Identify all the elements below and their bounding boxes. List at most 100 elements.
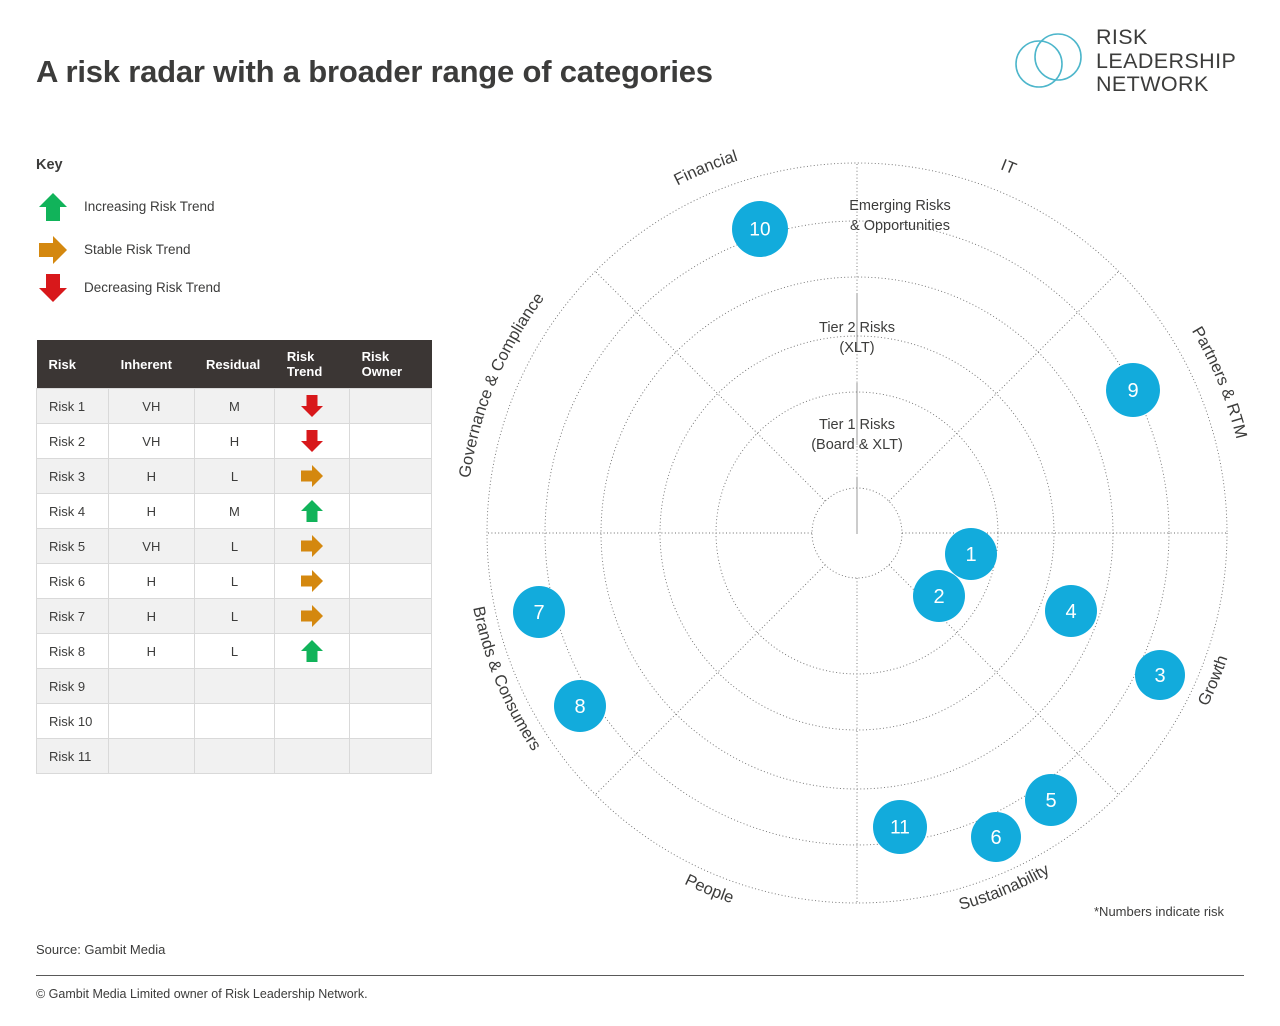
trend-arrow-up-icon bbox=[274, 633, 351, 669]
risk-bubble-3[interactable]: 3 bbox=[1135, 650, 1185, 700]
bubble-number: 6 bbox=[990, 827, 1001, 849]
bubble-number: 11 bbox=[890, 818, 910, 839]
cell-residual: L bbox=[193, 598, 276, 634]
bubble-circle[interactable] bbox=[732, 201, 788, 257]
column-header-risk: Risk bbox=[36, 340, 109, 389]
trend-arrow-right-icon bbox=[274, 458, 351, 494]
logo-line-2: LEADERSHIP bbox=[1096, 48, 1237, 73]
table-header-row: Risk Inherent Residual Risk Trend Risk O… bbox=[36, 340, 432, 389]
bubble-number: 4 bbox=[1065, 601, 1076, 623]
cell-risk-owner bbox=[349, 423, 432, 459]
cell-inherent bbox=[108, 703, 195, 739]
cell-inherent bbox=[108, 668, 195, 704]
cell-risk: Risk 11 bbox=[35, 738, 110, 774]
radar-tier-label: (Board & XLT) bbox=[811, 437, 903, 453]
cell-residual: H bbox=[193, 423, 276, 459]
cell-inherent: VH bbox=[108, 388, 195, 424]
risk-bubble-2[interactable]: 2 bbox=[913, 570, 965, 622]
footer-divider bbox=[36, 975, 1244, 976]
risk-bubble-4[interactable]: 4 bbox=[1045, 585, 1097, 637]
brand-logo: RISK LEADERSHIP NETWORK bbox=[1012, 24, 1248, 104]
radar-tier-label: & Opportunities bbox=[850, 218, 950, 234]
radar-tier-label: Emerging Risks bbox=[849, 198, 951, 214]
cell-residual: M bbox=[193, 493, 276, 529]
cell-inherent: H bbox=[108, 493, 195, 529]
cell-risk-owner bbox=[349, 563, 432, 599]
cell-risk: Risk 9 bbox=[35, 668, 110, 704]
risk-bubble-5[interactable]: 5 bbox=[1025, 774, 1077, 826]
table-row: Risk 11 bbox=[35, 738, 432, 774]
risk-bubble-6[interactable]: 6 bbox=[971, 812, 1021, 862]
bubble-circle[interactable] bbox=[945, 528, 997, 580]
cell-risk-owner bbox=[349, 598, 432, 634]
key-label-stable: Stable Risk Trend bbox=[84, 242, 191, 257]
bubble-number: 9 bbox=[1127, 380, 1138, 402]
cell-residual bbox=[193, 703, 276, 739]
bubble-circle[interactable] bbox=[1025, 774, 1077, 826]
bubble-number: 5 bbox=[1045, 790, 1056, 812]
trend-arrow-up-icon bbox=[274, 493, 351, 529]
cell-inherent: VH bbox=[108, 528, 195, 564]
cell-risk-owner bbox=[349, 458, 432, 494]
risk-bubble-1[interactable]: 1 bbox=[945, 528, 997, 580]
column-header-residual: Residual bbox=[194, 340, 275, 389]
cell-risk-owner bbox=[349, 738, 432, 774]
key-label-increasing: Increasing Risk Trend bbox=[84, 199, 215, 214]
risk-bubble-7[interactable]: 7 bbox=[513, 586, 565, 638]
trend-arrow-down-icon bbox=[274, 423, 351, 459]
table-row: Risk 10 bbox=[35, 703, 432, 739]
bubble-circle[interactable] bbox=[1106, 363, 1160, 417]
cell-inherent: H bbox=[108, 458, 195, 494]
radar-ring-outer bbox=[486, 162, 1228, 904]
cell-residual: M bbox=[193, 388, 276, 424]
bubble-number: 7 bbox=[533, 602, 544, 624]
source-label: Source: Gambit Media bbox=[36, 942, 166, 957]
column-header-risk-trend: Risk Trend bbox=[274, 340, 350, 389]
trend-arrow-down-icon bbox=[274, 388, 351, 424]
radar-sector-label: Governance & Compliance bbox=[456, 290, 548, 479]
risk-bubble-11[interactable]: 11 bbox=[873, 800, 927, 854]
cell-risk: Risk 4 bbox=[35, 493, 110, 529]
trend-arrow-right-icon bbox=[274, 528, 351, 564]
cell-inherent: H bbox=[108, 563, 195, 599]
risk-bubble-10[interactable]: 10 bbox=[732, 201, 788, 257]
cell-risk-trend bbox=[274, 668, 351, 704]
bubble-circle[interactable] bbox=[513, 586, 565, 638]
cell-residual bbox=[193, 668, 276, 704]
risk-bubble-9[interactable]: 9 bbox=[1106, 363, 1160, 417]
bubble-circle[interactable] bbox=[1135, 650, 1185, 700]
cell-risk: Risk 5 bbox=[35, 528, 110, 564]
bubble-circle[interactable] bbox=[554, 680, 606, 732]
page-title: A risk radar with a broader range of cat… bbox=[36, 54, 713, 89]
bubble-number: 10 bbox=[749, 220, 770, 241]
key-heading: Key bbox=[36, 157, 63, 173]
radar-ring-tier3 bbox=[544, 220, 1170, 846]
bubble-circle[interactable] bbox=[913, 570, 965, 622]
bubble-circle[interactable] bbox=[971, 812, 1021, 862]
logo-line-1: RISK bbox=[1096, 25, 1148, 49]
radar-spoke bbox=[595, 271, 826, 502]
arrow-up-icon bbox=[39, 193, 67, 221]
column-header-inherent: Inherent bbox=[108, 340, 194, 389]
radar-sector-label: Partners & RTM bbox=[1188, 324, 1250, 441]
cell-residual: L bbox=[193, 633, 276, 669]
logo-rings-icon bbox=[1015, 33, 1082, 88]
risk-bubble-8[interactable]: 8 bbox=[554, 680, 606, 732]
risk-table: Risk Inherent Residual Risk Trend Risk O… bbox=[35, 340, 432, 774]
cell-risk: Risk 1 bbox=[35, 388, 110, 424]
cell-residual: L bbox=[193, 528, 276, 564]
bubble-number: 8 bbox=[574, 696, 585, 718]
bubble-circle[interactable] bbox=[873, 800, 927, 854]
cell-residual bbox=[193, 738, 276, 774]
radar-ring-tier1 bbox=[659, 335, 1055, 731]
table-row: Risk 9 bbox=[35, 668, 432, 704]
cell-risk-owner bbox=[349, 528, 432, 564]
cell-inherent bbox=[108, 738, 195, 774]
bubble-circle[interactable] bbox=[1045, 585, 1097, 637]
numbers-note: *Numbers indicate risk bbox=[1094, 904, 1225, 919]
cell-risk: Risk 8 bbox=[35, 633, 110, 669]
